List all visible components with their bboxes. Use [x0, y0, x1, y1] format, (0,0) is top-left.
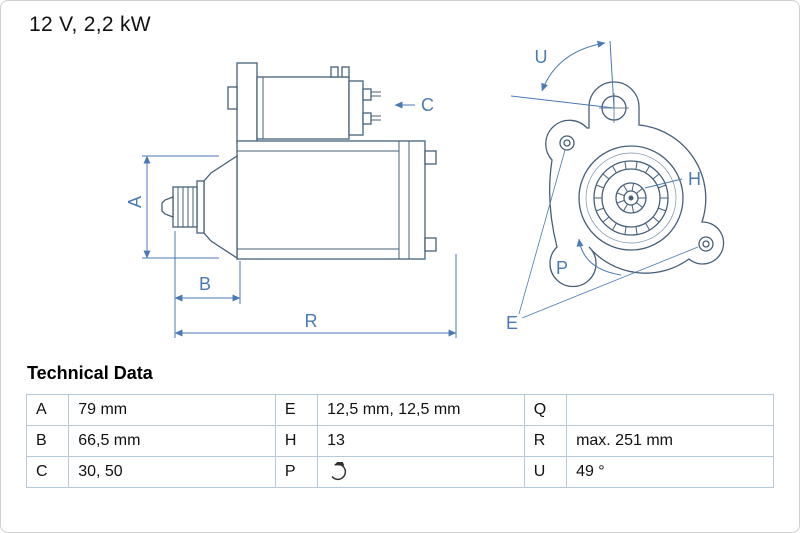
spec-key-e: E — [274, 394, 319, 426]
dim-label-a: A — [125, 196, 145, 208]
technical-data-title: Technical Data — [27, 363, 153, 383]
dim-label-h: H — [688, 169, 701, 189]
spec-key-b: B — [25, 425, 70, 457]
spec-value-p — [317, 456, 525, 488]
side-view-dimensions — [142, 101, 457, 338]
dim-label-c: C — [421, 95, 434, 115]
spec-value-b: 66,5 mm — [68, 425, 276, 457]
side-view — [161, 62, 437, 260]
dim-label-r: R — [305, 311, 318, 331]
spec-key-h: H — [274, 425, 319, 457]
front-view-dimensions: U H P E — [506, 40, 701, 333]
spec-key-a: A — [25, 394, 70, 426]
page-title: 12 V, 2,2 kW — [29, 13, 151, 36]
spec-value-r: max. 251 mm — [566, 425, 774, 457]
table-row: C 30, 50 P U 49 ° — [25, 456, 774, 488]
spec-value-c: 30, 50 — [68, 456, 276, 488]
spec-key-p: P — [274, 456, 319, 488]
spec-key-c: C — [25, 456, 70, 488]
spec-value-a: 79 mm — [68, 394, 276, 426]
front-view — [545, 81, 725, 288]
dim-label-p: P — [556, 258, 568, 278]
pinion-gear-teeth — [594, 161, 668, 235]
spec-key-q: Q — [523, 394, 568, 426]
technical-drawing: A B R C — [125, 40, 725, 338]
technical-data-section: Technical Data A 79 mm E 12,5 mm, 12,5 m… — [25, 363, 774, 488]
spec-value-q — [566, 394, 774, 426]
dim-label-b: B — [199, 274, 211, 294]
table-row: A 79 mm E 12,5 mm, 12,5 mm Q — [25, 394, 774, 426]
rotation-ccw-icon — [331, 462, 347, 481]
table-row: B 66,5 mm H 13 R max. 251 mm — [25, 425, 774, 457]
shaft-spline — [616, 183, 646, 213]
dim-label-e: E — [506, 313, 518, 333]
spec-value-u: 49 ° — [566, 456, 774, 488]
technical-data-table: A 79 mm E 12,5 mm, 12,5 mm Q B 66,5 mm H… — [25, 394, 774, 488]
spec-key-r: R — [523, 425, 568, 457]
spec-key-u: U — [523, 456, 568, 488]
spec-value-e: 12,5 mm, 12,5 mm — [317, 394, 525, 426]
dim-label-u: U — [535, 47, 548, 67]
spec-value-h: 13 — [317, 425, 525, 457]
